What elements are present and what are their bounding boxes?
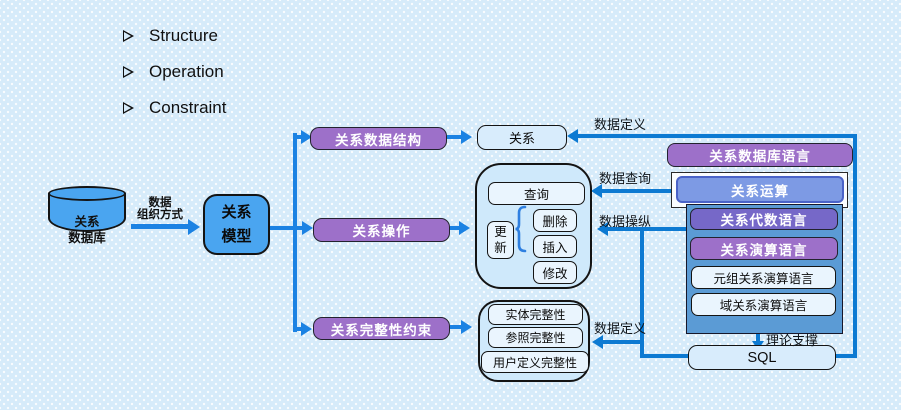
arrowhead-manipulation-icon: [597, 222, 608, 236]
arrowhead-bullet-icon: [123, 30, 136, 43]
connector-model-to-branch: [269, 226, 304, 230]
relational-operation-node: 关系运算: [676, 176, 844, 203]
tuple-calculus-node: 元组关系演算语言: [691, 266, 836, 289]
bullet-label: Constraint: [149, 98, 227, 117]
model-label-line2: 模型: [221, 227, 252, 245]
arrowhead-operation-icon: [302, 221, 313, 235]
connector-operation-to-ops: [450, 226, 460, 230]
theory-support-line: [756, 334, 760, 342]
arrowhead-relation-icon: [461, 130, 472, 144]
bullet-label: Operation: [149, 62, 224, 81]
branch-vertical-line: [293, 133, 297, 332]
referential-integrity-node: 参照完整性: [488, 327, 583, 348]
connector-structure-to-relation: [447, 135, 462, 139]
branch-line-constraint: [293, 327, 303, 331]
modify-node: 修改: [533, 261, 577, 284]
arrowhead-bullet-icon: [123, 66, 136, 79]
arrowhead-bullet-icon: [123, 102, 136, 115]
arrowhead-query-icon: [591, 184, 602, 198]
cylinder-top: [48, 186, 126, 201]
arrowhead-definition-top-icon: [567, 129, 578, 143]
data-query-label: 数据查询: [599, 171, 652, 186]
domain-calculus-node: 域关系演算语言: [691, 293, 836, 316]
algebra-language-node: 关系代数语言: [690, 208, 838, 230]
branch-structure-node: 关系数据结构: [310, 127, 447, 150]
arrowhead-to-model-icon: [188, 219, 200, 235]
arrowhead-definition-bottom-icon: [592, 335, 603, 349]
arrowhead-constraint-icon: [301, 322, 312, 336]
dataline-query: [602, 189, 672, 193]
panel-right-border: [853, 134, 857, 358]
database-cylinder: 关系: [48, 186, 126, 242]
branch-operation-node: 关系操作: [313, 218, 450, 242]
panel-left-vertical: [640, 227, 644, 358]
arrowhead-ops-icon: [459, 221, 470, 235]
bullet-label: Structure: [149, 26, 218, 45]
delete-node: 删除: [533, 209, 577, 232]
branch-constraint-node: 关系完整性约束: [313, 317, 450, 340]
theory-support-label: 理论支撑: [766, 333, 819, 348]
database-label-line2: 数据库: [68, 231, 106, 245]
data-manipulation-label: 数据操纵: [599, 214, 652, 229]
brace-icon: [515, 205, 527, 253]
arrowhead-integrity-icon: [461, 320, 472, 334]
sql-node: SQL: [688, 345, 836, 370]
data-definition-bottom-label: 数据定义: [594, 321, 647, 336]
connector-db-to-model: [131, 224, 189, 229]
database-label-line1: 关系: [74, 215, 100, 229]
insert-node: 插入: [533, 235, 577, 258]
relational-model-node: 关系 模型: [203, 194, 270, 255]
connector-constraint-to-integrity: [450, 325, 462, 329]
data-definition-top-label: 数据定义: [594, 117, 647, 132]
update-label: 更新: [494, 225, 507, 255]
branch-line-structure: [293, 135, 303, 139]
dataline-manipulation: [608, 227, 686, 231]
organization-label-line1: 数据: [148, 197, 172, 209]
language-panel-header: 关系数据库语言: [667, 143, 853, 167]
entity-integrity-node: 实体完整性: [488, 304, 583, 325]
dataline-definition-bottom: [603, 340, 643, 344]
query-node: 查询: [488, 182, 585, 205]
dataline-definition-top: [578, 134, 857, 138]
calculus-language-node: 关系演算语言: [690, 237, 838, 260]
model-label-line1: 关系: [221, 203, 252, 221]
arrowhead-structure-icon: [301, 130, 312, 144]
organization-label-line2: 组织方式: [137, 209, 183, 221]
user-defined-integrity-node: 用户定义完整性: [481, 351, 589, 373]
relation-node: 关系: [477, 125, 567, 150]
update-node: 更新: [487, 221, 514, 259]
